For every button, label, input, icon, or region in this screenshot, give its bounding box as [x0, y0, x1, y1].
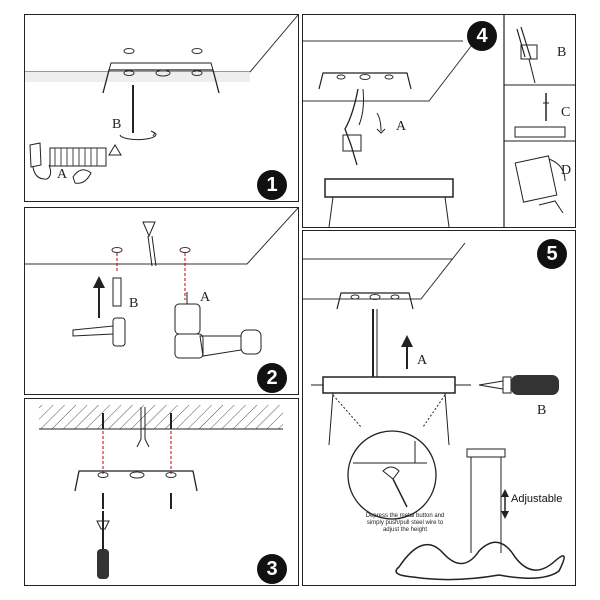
- step-5-number-badge: 5: [537, 239, 567, 269]
- step-3-number-badge: 3: [257, 554, 287, 584]
- adjustable-label: Adjustable: [511, 493, 563, 505]
- step-1-number-badge: 1: [257, 170, 287, 200]
- step-5-panel: A B Adjustable Depress the metal button …: [302, 230, 576, 586]
- step-4-panel: A B C D 4: [302, 14, 576, 228]
- step-5-label-a: A: [417, 353, 428, 368]
- height-adjust-note: Depress the metal button and simply push…: [365, 513, 445, 533]
- step-2-panel: B A 2: [24, 207, 299, 395]
- step-4-label-a: A: [396, 119, 407, 134]
- step-3-illustration: [39, 405, 283, 579]
- step-2-illustration: [25, 208, 298, 359]
- step-5-label-b: B: [537, 403, 547, 418]
- step-4-label-b: B: [557, 45, 567, 60]
- step-2-label-a: A: [200, 290, 211, 305]
- step-5-illustration: [303, 242, 565, 581]
- step-1-label-b: B: [112, 117, 122, 132]
- step-1-illustration: [25, 15, 298, 184]
- step-2-number-badge: 2: [257, 363, 287, 393]
- step-1-panel: B A 1: [24, 14, 299, 202]
- step-4-label-c: C: [561, 105, 571, 120]
- step-3-panel: 3: [24, 398, 299, 586]
- step-2-label-b: B: [129, 296, 139, 311]
- step-4-number-badge: 4: [467, 21, 497, 51]
- step-4-label-d: D: [561, 163, 572, 178]
- step-4-illustration: [303, 15, 575, 227]
- step-1-label-a: A: [57, 167, 68, 182]
